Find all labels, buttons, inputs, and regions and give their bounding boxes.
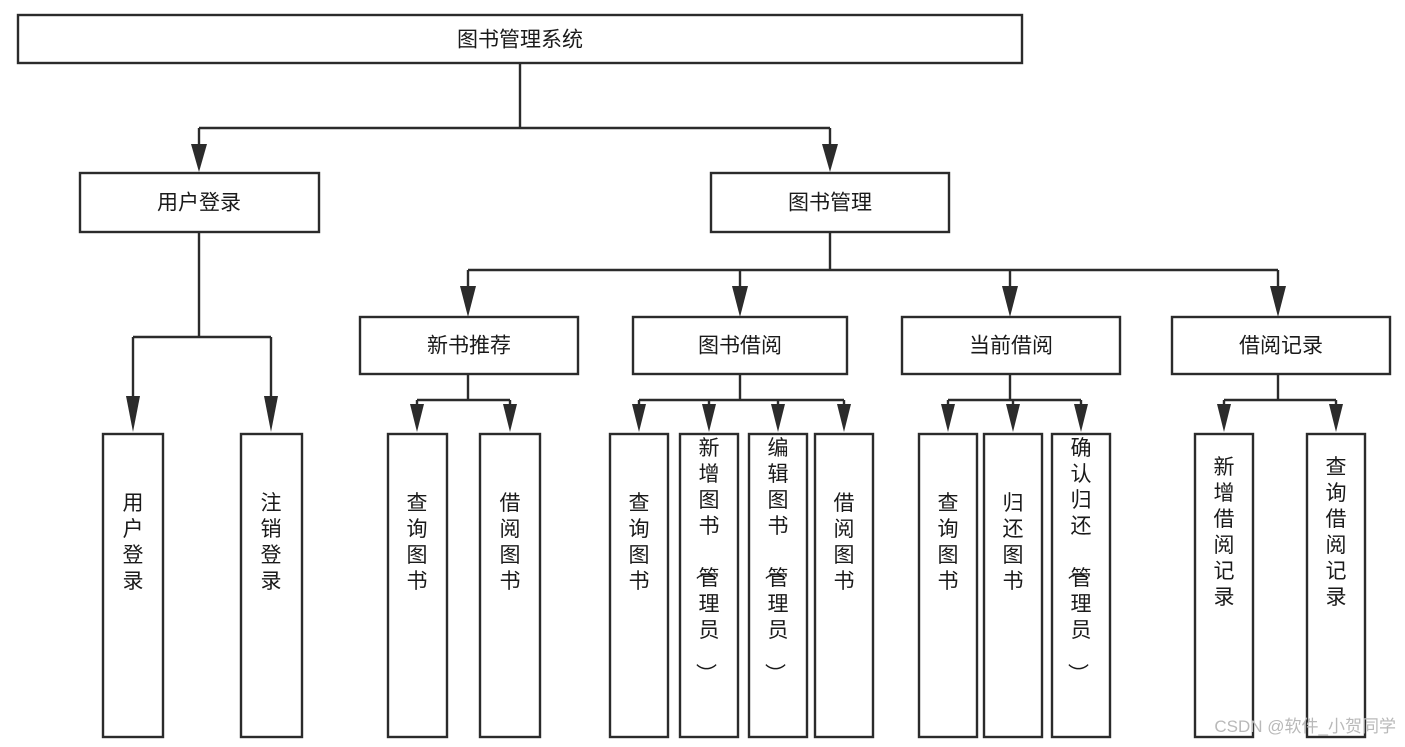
- watermark-label: CSDN @软件_小贺同学: [1214, 717, 1396, 736]
- arrow-head-leaf-query-book-3: [941, 404, 955, 432]
- node-label-leaf-borrow-book-2: 借阅图书: [834, 492, 855, 593]
- node-box-leaf-confirm-return: [1050, 432, 1112, 739]
- node-leaf-query-book-1[interactable]: 查询图书: [386, 432, 449, 739]
- node-leaf-logout-login[interactable]: 注销登录: [239, 432, 304, 739]
- arrow-head-leaf-add-book: [702, 404, 716, 432]
- arrow-head-leaf-logout-login: [264, 396, 278, 432]
- arrow-head-leaf-borrow-book-2: [837, 404, 851, 432]
- node-label-leaf-query-record: 查询借阅记录: [1326, 456, 1347, 609]
- node-borrow-record[interactable]: 借阅记录: [1170, 315, 1392, 376]
- node-leaf-query-book-2[interactable]: 查询图书: [608, 432, 670, 739]
- node-label-leaf-edit-book: 编辑图书（管理员）: [763, 437, 789, 684]
- node-label-book-borrow: 图书借阅: [698, 335, 782, 358]
- node-book-manage[interactable]: 图书管理: [709, 171, 951, 234]
- node-label-book-manage: 图书管理: [788, 192, 872, 215]
- node-new-book-recommend[interactable]: 新书推荐: [358, 315, 580, 376]
- node-box-leaf-logout-login: [239, 432, 304, 739]
- node-label-leaf-query-book-3: 查询图书: [938, 492, 959, 593]
- arrow-head-user-login: [191, 144, 207, 172]
- node-label-leaf-logout-login: 注销登录: [261, 492, 282, 593]
- node-box-book-borrow: [631, 315, 849, 376]
- arrow-head-leaf-confirm-return: [1074, 404, 1088, 432]
- node-label-leaf-query-book-2: 查询图书: [629, 492, 650, 593]
- node-label-leaf-add-record: 新增借阅记录: [1214, 456, 1235, 609]
- connector-layer: [126, 63, 1343, 432]
- node-box-leaf-edit-book: [747, 432, 809, 739]
- node-label-leaf-confirm-return: 确认归还（管理员）: [1066, 437, 1092, 684]
- node-box-leaf-add-book: [678, 432, 740, 739]
- arrow-head-book-manage: [822, 144, 838, 172]
- node-box-leaf-borrow-book-2: [813, 432, 875, 739]
- node-box-current-borrow: [900, 315, 1122, 376]
- leaf-layer: 用户登录 注销登录 查询图书 借阅图书 查询图书 新增图书（管理员）: [101, 432, 1367, 739]
- node-label-new-book-recommend: 新书推荐: [427, 335, 511, 358]
- node-box-leaf-query-book-2: [608, 432, 670, 739]
- node-label-user-login: 用户登录: [157, 192, 241, 215]
- node-box-leaf-return-book: [982, 432, 1044, 739]
- node-box-leaf-borrow-book-1: [478, 432, 542, 739]
- arrow-head-leaf-borrow-book-1: [503, 404, 517, 432]
- node-current-borrow[interactable]: 当前借阅: [900, 315, 1122, 376]
- node-label-leaf-query-book-1: 查询图书: [407, 492, 428, 593]
- node-box-leaf-user-login: [101, 432, 165, 739]
- node-leaf-query-record[interactable]: 查询借阅记录: [1305, 432, 1367, 739]
- arrow-head-leaf-query-record: [1329, 404, 1343, 432]
- node-box-user-login: [78, 171, 321, 234]
- node-leaf-edit-book[interactable]: 编辑图书（管理员）: [747, 432, 809, 739]
- node-box-new-book-recommend: [358, 315, 580, 376]
- arrow-head-borrow-record: [1270, 286, 1286, 317]
- node-label-leaf-user-login: 用户登录: [123, 492, 144, 593]
- arrow-head-leaf-add-record: [1217, 404, 1231, 432]
- arrow-head-leaf-query-book-2: [632, 404, 646, 432]
- arrow-head-leaf-user-login: [126, 396, 140, 432]
- arrow-head-new-book-recommend: [460, 286, 476, 317]
- node-leaf-add-book[interactable]: 新增图书（管理员）: [678, 432, 740, 739]
- node-label-leaf-borrow-book-1: 借阅图书: [500, 492, 521, 593]
- node-label-current-borrow: 当前借阅: [969, 335, 1053, 358]
- arrow-head-leaf-edit-book: [771, 404, 785, 432]
- node-label-root: 图书管理系统: [457, 29, 583, 52]
- node-box-leaf-query-book-1: [386, 432, 449, 739]
- node-leaf-borrow-book-1[interactable]: 借阅图书: [478, 432, 542, 739]
- node-label-borrow-record: 借阅记录: [1239, 335, 1323, 358]
- node-box-borrow-record: [1170, 315, 1392, 376]
- arrow-head-leaf-query-book-1: [410, 404, 424, 432]
- node-box-leaf-add-record: [1193, 432, 1255, 739]
- node-label-leaf-return-book: 归还图书: [1003, 492, 1024, 593]
- node-leaf-borrow-book-2[interactable]: 借阅图书: [813, 432, 875, 739]
- node-label-leaf-add-book: 新增图书（管理员）: [694, 437, 720, 684]
- node-leaf-query-book-3[interactable]: 查询图书: [917, 432, 979, 739]
- arrow-head-leaf-return-book: [1006, 404, 1020, 432]
- node-box-root: [16, 13, 1024, 65]
- arrow-head-book-borrow: [732, 286, 748, 317]
- node-user-login[interactable]: 用户登录: [78, 171, 321, 234]
- node-box-leaf-query-book-3: [917, 432, 979, 739]
- node-leaf-add-record[interactable]: 新增借阅记录: [1193, 432, 1255, 739]
- node-book-borrow[interactable]: 图书借阅: [631, 315, 849, 376]
- node-box-leaf-query-record: [1305, 432, 1367, 739]
- arrow-head-current-borrow: [1002, 286, 1018, 317]
- node-leaf-confirm-return[interactable]: 确认归还（管理员）: [1050, 432, 1112, 739]
- node-leaf-return-book[interactable]: 归还图书: [982, 432, 1044, 739]
- node-box-book-manage: [709, 171, 951, 234]
- node-book-management-system[interactable]: 图书管理系统: [16, 13, 1024, 65]
- node-leaf-user-login[interactable]: 用户登录: [101, 432, 165, 739]
